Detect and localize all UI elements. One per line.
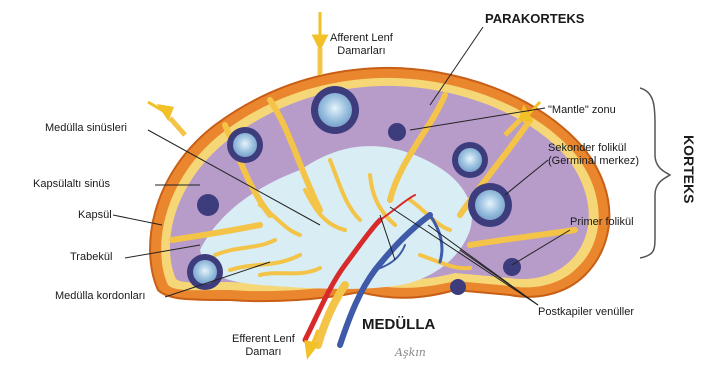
medulla-label: MEDÜLLA	[362, 318, 435, 331]
artist-signature: Aşkın	[395, 346, 426, 359]
afferent-label: Afferent LenfDamarları	[330, 32, 393, 58]
parakorteks-label: PARAKORTEKS	[485, 12, 584, 25]
postkapiler-label: Postkapiler venüller	[538, 306, 634, 319]
mantle-label: "Mantle" zonu	[548, 104, 616, 117]
kapsulalti-label: Kapsülaltı sinüs	[33, 178, 110, 191]
sekonder-label: Sekonder folikül(Germinal merkez)	[548, 142, 639, 168]
efferent-label: Efferent LenfDamarı	[232, 333, 295, 359]
korteks-bracket	[640, 88, 670, 258]
medulla-kordon-label: Medülla kordonları	[55, 290, 146, 303]
korteks-label: KORTEKS	[681, 135, 697, 203]
medulla-sinus-label: Medülla sinüsleri	[45, 122, 127, 135]
kapsul-label: Kapsül	[78, 209, 112, 222]
trabekul-label: Trabekül	[70, 251, 112, 264]
primer-label: Primer folikül	[570, 216, 634, 229]
